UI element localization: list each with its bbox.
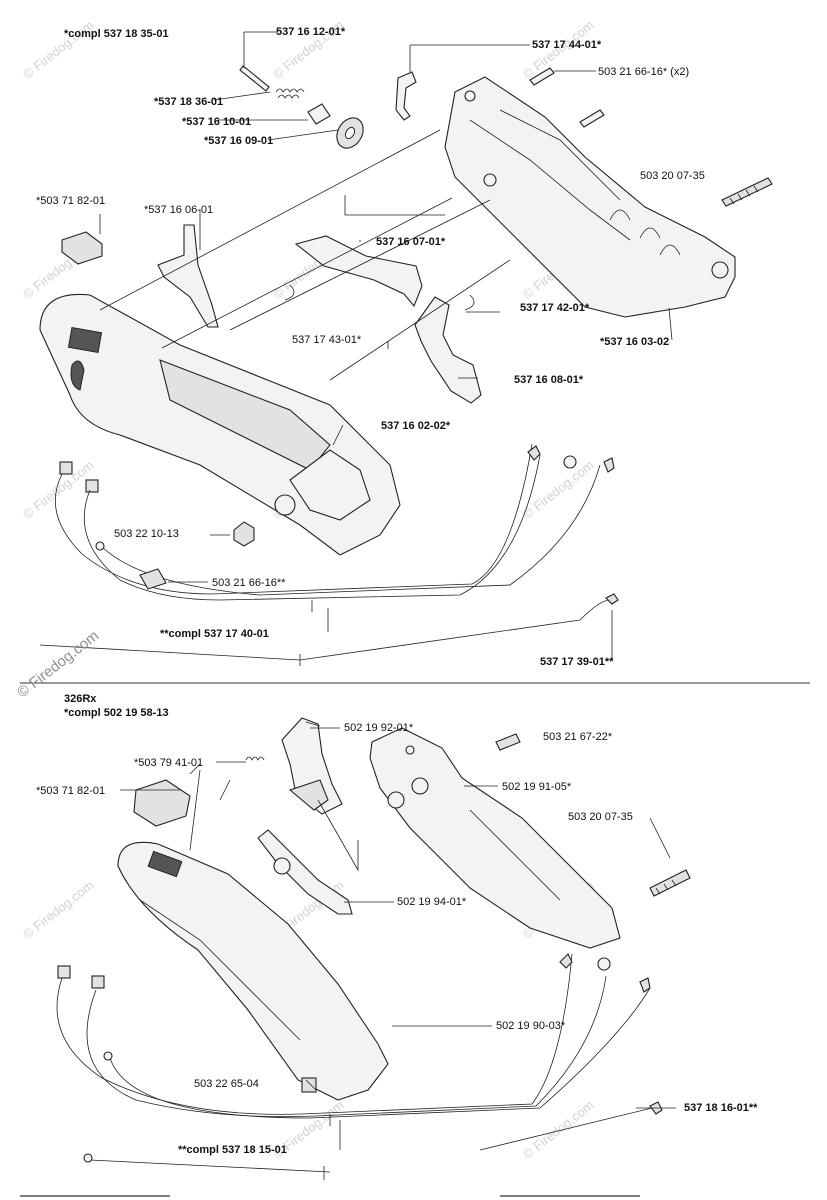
front-handle-body bbox=[39, 293, 401, 556]
lever-part bbox=[157, 224, 219, 328]
stop-switch-part bbox=[61, 231, 103, 265]
part-label-503-22-65-04: 503 22 65-04 bbox=[194, 1078, 259, 1090]
lever-326rx bbox=[257, 829, 353, 915]
part-label-503-21-66-16: 503 21 66-16* (x2) bbox=[598, 66, 690, 78]
part-label-537-17-39-01: 537 17 39-01** bbox=[540, 656, 614, 668]
part-label-503-21-66-16-2: 503 21 66-16** bbox=[212, 577, 286, 589]
part-label-537-16-07-01: 537 16 07-01* bbox=[376, 236, 446, 248]
part-label-537-18-36-01: *537 18 36-01 bbox=[154, 96, 224, 108]
part-label-537-16-08-01: 537 16 08-01* bbox=[514, 374, 584, 386]
wire-harness-bottom bbox=[56, 953, 663, 1180]
part-label-compl-537-17-40-01: **compl 537 17 40-01 bbox=[160, 628, 269, 640]
long-screw-326rx bbox=[649, 869, 691, 897]
part-label-537-16-12-01: 537 16 12-01* bbox=[276, 26, 346, 38]
front-handle-326rx bbox=[117, 841, 389, 1101]
part-label-537-16-09-01: *537 16 09-01 bbox=[204, 135, 274, 147]
part-label-502-19-91-05: 502 19 91-05* bbox=[502, 781, 572, 793]
rod-part bbox=[294, 235, 423, 308]
part-label-503-21-67-22: 503 21 67-22* bbox=[543, 731, 613, 743]
rear-housing-326rx bbox=[369, 727, 621, 949]
sleeve-part bbox=[307, 103, 331, 125]
part-label-503-22-10-13: 503 22 10-13 bbox=[114, 528, 179, 540]
part-label-502-19-94-01: 502 19 94-01* bbox=[397, 896, 467, 908]
part-label-537-16-10-01: *537 16 10-01 bbox=[182, 116, 252, 128]
washer-part bbox=[336, 117, 364, 149]
top-section-header: *compl 537 18 35-01 bbox=[64, 28, 169, 40]
part-label-537-18-16-01: 537 18 16-01** bbox=[684, 1102, 758, 1114]
part-label-537-17-42-01: 537 17 42-01* bbox=[520, 302, 590, 314]
part-label-503-71-82-01-b: *503 71 82-01 bbox=[36, 785, 106, 797]
stop-switch-326rx bbox=[133, 779, 191, 827]
part-label-537-17-43-01: 537 17 43-01* bbox=[292, 334, 362, 346]
part-label-compl-537-18-15-01: **compl 537 18 15-01 bbox=[178, 1144, 287, 1156]
part-label-503-71-82-01: *503 71 82-01 bbox=[36, 195, 106, 207]
nut-326rx bbox=[301, 1077, 317, 1093]
part-label-503-20-07-35: 503 20 07-35 bbox=[640, 170, 705, 182]
screw-326rx bbox=[495, 733, 521, 751]
part-label-502-19-92-01: 502 19 92-01* bbox=[344, 722, 414, 734]
throttle-trigger-part bbox=[414, 296, 482, 404]
model-label: 326Rx bbox=[64, 693, 97, 705]
part-label-503-20-07-35-b: 503 20 07-35 bbox=[568, 811, 633, 823]
part-label-502-19-90-03: 502 19 90-03* bbox=[496, 1020, 566, 1032]
clip-part bbox=[395, 71, 417, 121]
wire-harness-top bbox=[39, 443, 619, 666]
spring-326rx bbox=[245, 756, 265, 761]
part-label-537-16-02-02: 537 16 02-02* bbox=[381, 420, 451, 432]
part-label-537-16-06-01: *537 16 06-01 bbox=[144, 204, 214, 216]
bottom-section-header: *compl 502 19 58-13 bbox=[64, 707, 169, 719]
part-label-537-16-03-02: *537 16 03-02 bbox=[600, 336, 670, 348]
rear-handle-housing bbox=[444, 76, 736, 318]
part-label-537-17-44-01: 537 17 44-01* bbox=[532, 39, 602, 51]
spring-part bbox=[275, 88, 305, 99]
nut-part bbox=[233, 521, 255, 547]
screw-part bbox=[239, 31, 278, 92]
part-label-503-79-41-01: *503 79 41-01 bbox=[134, 757, 204, 769]
